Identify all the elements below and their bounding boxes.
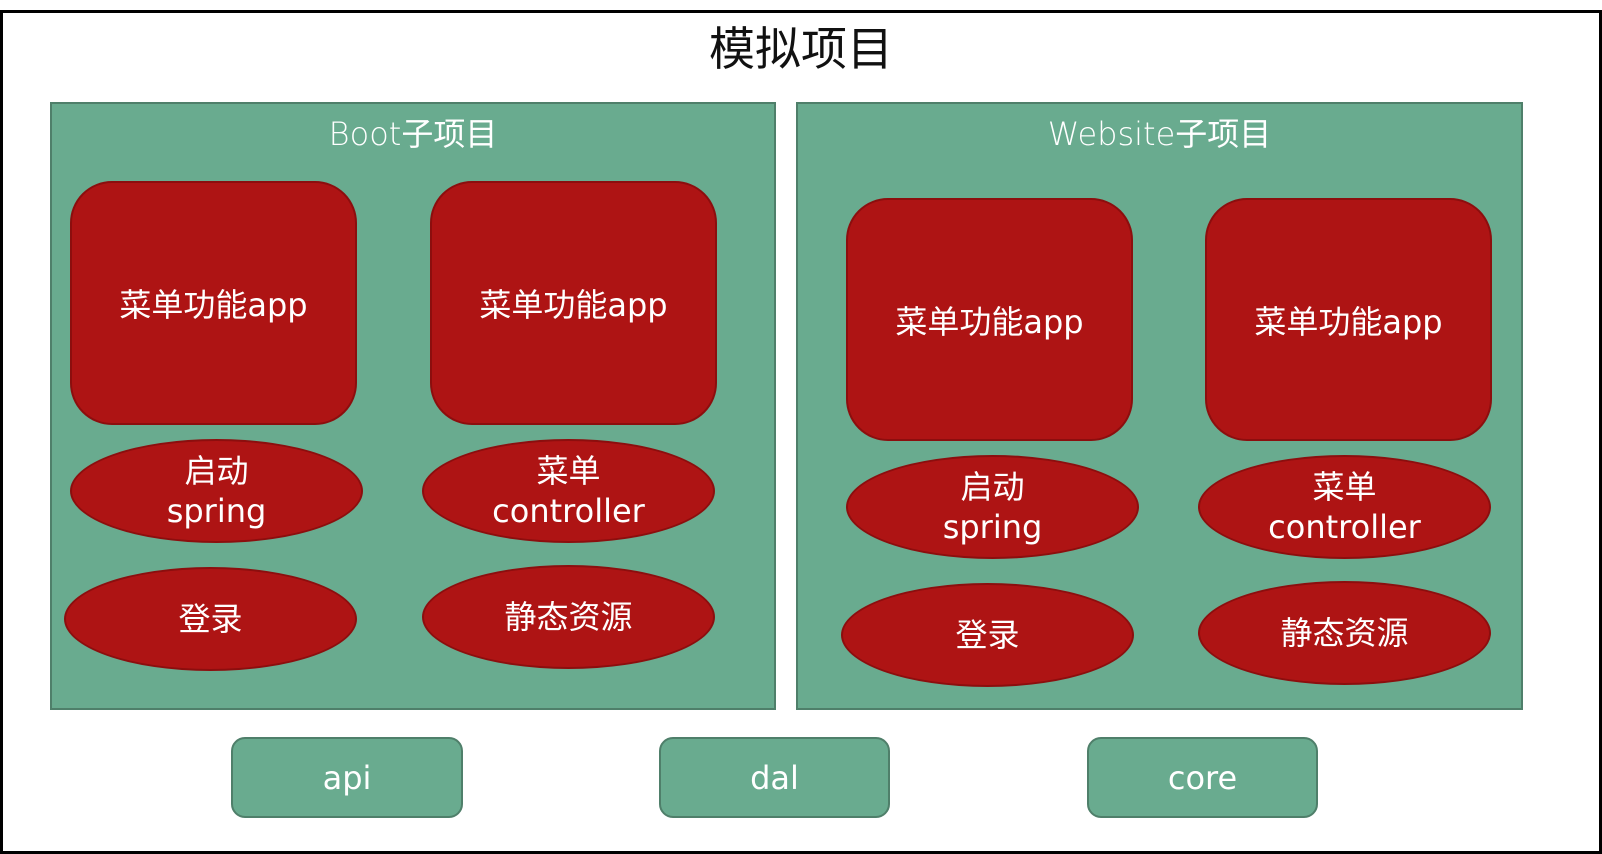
website-panel-title: Website子项目 [1047, 115, 1272, 153]
ellipse-line1: 启动 [184, 452, 249, 490]
ellipse-line2: controller [1268, 508, 1421, 546]
ellipse-line2: controller [492, 492, 645, 530]
boot-ellipse-login: 登录 [64, 567, 357, 671]
module-label: core [1167, 758, 1238, 797]
diagram-title: 模拟项目 [709, 22, 893, 76]
website-ellipse-login: 登录 [841, 583, 1134, 687]
boot-panel-title: Boot子项目 [328, 115, 498, 153]
website-ellipse-static-resources: 静态资源 [1198, 581, 1491, 685]
app-label: 菜单功能app [119, 286, 308, 324]
ellipse-line1: 菜单 [1312, 468, 1377, 506]
boot-app-box-1: 菜单功能app [70, 181, 357, 425]
ellipse-line2: spring [166, 492, 267, 530]
ellipse-line1: 菜单 [536, 452, 601, 490]
website-ellipse-menu-controller: 菜单 controller [1198, 455, 1491, 559]
boot-ellipse-startup-spring: 启动 spring [70, 439, 363, 543]
website-app-box-1: 菜单功能app [846, 198, 1133, 441]
module-api: api [231, 737, 463, 818]
ellipse-line2: spring [942, 508, 1043, 546]
app-label: 菜单功能app [1254, 302, 1443, 341]
boot-ellipse-menu-controller: 菜单 controller [422, 439, 715, 543]
ellipse-line1: 静态资源 [504, 598, 633, 636]
module-core: core [1087, 737, 1318, 818]
boot-app-box-2: 菜单功能app [430, 181, 717, 425]
app-label: 菜单功能app [895, 302, 1084, 341]
app-label: 菜单功能app [479, 286, 668, 324]
website-ellipse-startup-spring: 启动 spring [846, 455, 1139, 559]
ellipse-line1: 启动 [960, 468, 1025, 506]
module-label: api [322, 758, 372, 797]
ellipse-line1: 静态资源 [1280, 614, 1409, 652]
boot-ellipse-static-resources: 静态资源 [422, 565, 715, 669]
module-dal: dal [659, 737, 890, 818]
ellipse-line1: 登录 [178, 600, 243, 638]
ellipse-line1: 登录 [955, 616, 1020, 654]
module-label: dal [750, 758, 799, 797]
website-app-box-2: 菜单功能app [1205, 198, 1492, 441]
